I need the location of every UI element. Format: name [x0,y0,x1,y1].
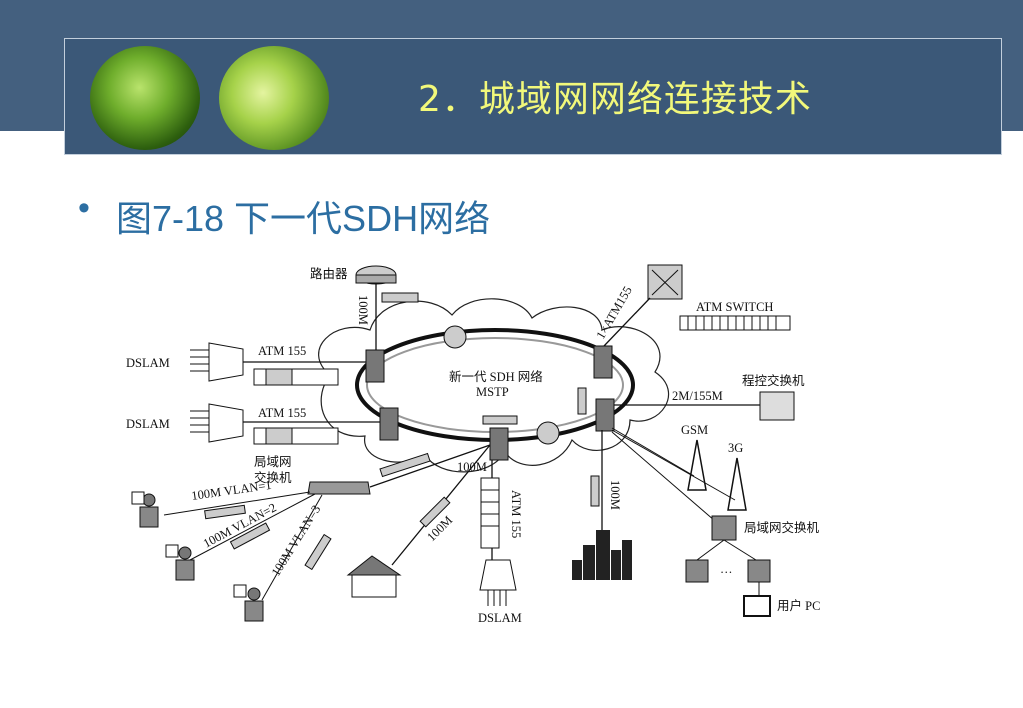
house-icon [346,555,402,598]
dslam-1-icon [208,342,244,382]
mstp-node-1 [365,349,385,383]
center-link-label: 100M [457,460,487,474]
ring-node-top [443,325,467,349]
router-label: 路由器 [310,266,348,281]
atm-switch-label: ATM SWITCH [696,300,773,314]
dslam-bottom-label: DSLAM [478,611,522,625]
lan-switch-right-icon [711,515,737,541]
atm155-bottom-label: ATM 155 [509,490,523,538]
building-icon [572,530,632,580]
bullet-text: 图7-18 下一代SDH网络 [116,198,491,239]
dslam-bottom-icon [479,559,517,591]
3g-label: 3G [728,441,743,455]
mstp-node-2 [379,407,399,441]
dslam-2-label: DSLAM [126,417,170,431]
atm155-1-label: ATM 155 [258,344,306,358]
user-2-icon [165,544,195,581]
slide-title: 2．城域网网络连接技术 [418,79,812,120]
lan-switch-left-label-1: 局域网 [254,455,292,469]
lan-switch-left-icon [307,481,371,495]
lan-switch-right-label: 局域网交换机 [744,520,820,535]
atm155-2-label: ATM 155 [258,406,306,420]
dslam-1-label: DSLAM [126,356,170,370]
router-link-label: 100M [356,295,370,325]
pbx-label: 程控交换机 [742,373,805,388]
mstp-node-4 [593,345,613,379]
gsm-label: GSM [681,423,708,437]
vlan1-label: 100M VLAN=1 [190,478,272,503]
ellipsis: … [720,562,733,576]
bullet-mark: • [78,189,90,227]
building-link-label: 100M [608,480,622,510]
mstp-node-5 [595,398,615,432]
pbx-link-label: 2M/155M [672,389,723,403]
leaf-decoration-right [219,46,329,150]
center-label-1: 新一代 SDH 网络 [449,369,543,384]
dslam-2-icon [208,403,244,443]
user-pc-icon [743,595,771,617]
3g-tower-icon [727,457,747,511]
user-3-icon [233,584,264,622]
lan-switch-small-1 [685,559,709,583]
ring-node-bottom [536,421,560,445]
leaf-decoration-left [90,46,200,150]
lan-switch-left-label-2: 交换机 [254,470,292,485]
center-label-2: MSTP [476,385,509,399]
mstp-node-3 [489,427,509,461]
user-1-icon [131,491,159,528]
pbx-icon [759,391,795,421]
lan-switch-small-2 [747,559,771,583]
gsm-tower-icon [687,439,707,491]
atm-switch-bar [679,315,791,331]
user-pc-label: 用户 PC [777,598,820,613]
